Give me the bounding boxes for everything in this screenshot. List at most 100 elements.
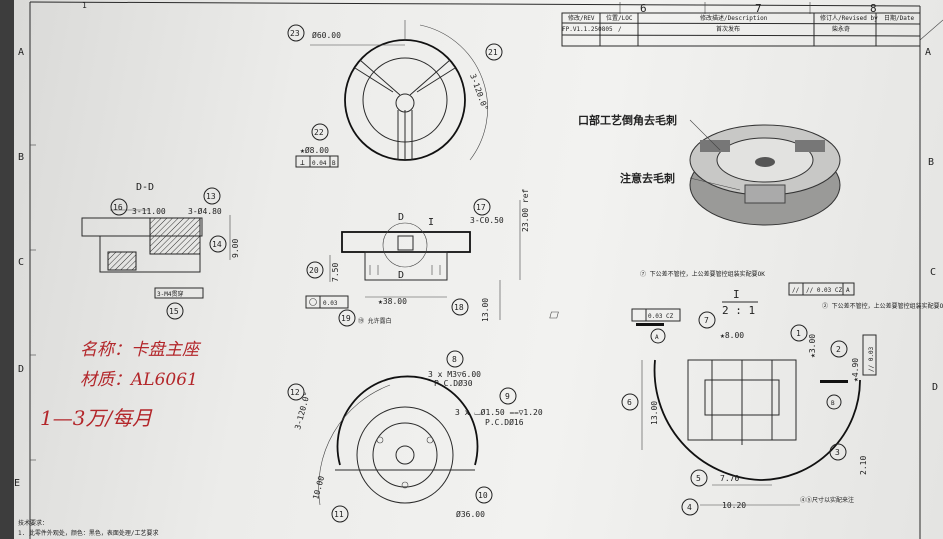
detail-callout: I xyxy=(428,217,434,228)
label-text: // xyxy=(792,287,800,294)
dim-text: P.C.DØ16 xyxy=(485,417,524,427)
dim-text: ★38.00 xyxy=(378,297,407,306)
label-text: 0.03 xyxy=(323,300,338,307)
dim-text: 7.70 xyxy=(720,474,739,483)
balloon-number: 3 xyxy=(835,448,840,457)
dim-text: ★Ø8.00 xyxy=(300,145,329,155)
side-view xyxy=(329,200,521,320)
note-19: ⑲ 允许露白 xyxy=(358,317,392,325)
balloon-number: 23 xyxy=(290,29,300,38)
balloon-number: 13 xyxy=(206,192,216,201)
row-label: D xyxy=(932,382,938,393)
dim-text: 3-Ø4.80 xyxy=(188,206,222,216)
section-label: D-D xyxy=(136,182,154,193)
description-header: 修改描述/Description xyxy=(700,14,768,22)
balloon-number: 1 xyxy=(796,329,801,338)
rev-value: FP.V1.1.250805 xyxy=(562,26,613,33)
balloon xyxy=(287,24,305,42)
balloon xyxy=(110,198,128,216)
balloon-number: 16 xyxy=(113,203,123,212)
tech-requirement-1: 1. 此零件外观处，颜色：黑色，表面处理/工艺要求 xyxy=(18,529,158,537)
balloon xyxy=(209,235,227,253)
balloon-number: 7 xyxy=(704,316,709,325)
date-header: 日期/Date xyxy=(884,14,914,22)
row-label: B xyxy=(18,152,24,163)
balloon-number: 10 xyxy=(478,491,488,500)
balloon xyxy=(698,311,716,329)
dim-text: 10.00 xyxy=(311,475,326,501)
balloon xyxy=(166,302,184,320)
isometric-render xyxy=(689,124,841,226)
dim-text: 13.00 xyxy=(481,298,490,322)
datum-a xyxy=(650,328,666,344)
balloon-number: 2 xyxy=(836,345,841,354)
cut-label: D xyxy=(398,270,404,281)
tech-requirements-title: 技术要求： xyxy=(18,519,48,527)
handwritten-material: 材质：AL6061 xyxy=(80,370,198,390)
balloon-number: 4 xyxy=(687,503,692,512)
col-label: 8 xyxy=(870,2,877,15)
dim-text: 3-120.0° xyxy=(468,73,490,112)
row-label: A xyxy=(18,47,24,58)
loc-value: / xyxy=(618,26,622,33)
dim-text: ★3.00 xyxy=(808,334,817,358)
balloon xyxy=(446,350,464,368)
note-deburr: 注意去毛刺 xyxy=(620,171,675,185)
label-text: B xyxy=(332,160,336,167)
gdt-frame: 0.03 xyxy=(305,295,349,309)
row-label: C xyxy=(18,257,24,268)
dim-text: ★4.90 xyxy=(851,358,860,382)
label-text: 0.04 xyxy=(312,160,327,167)
balloon xyxy=(338,309,356,327)
label-text: A xyxy=(655,334,659,341)
label-text: // 0.03 CZ xyxy=(806,287,843,294)
balloon-number: 8 xyxy=(452,355,457,364)
label-text: // 0.03 xyxy=(868,346,875,372)
handwritten-part-name: 名称：卡盘主座 xyxy=(80,340,202,360)
balloon-number: 22 xyxy=(314,128,324,137)
row-label: E xyxy=(14,478,20,489)
dim-text: 10.20 xyxy=(722,501,746,510)
balloon xyxy=(830,340,848,358)
loc-header: 位置/LOC xyxy=(606,14,633,22)
balloon-number: 19 xyxy=(341,314,351,323)
label-text: 0.03 CZ xyxy=(648,313,674,320)
note-7: ⑦ 下公差不管控，上公差要管控组装实配要OK xyxy=(640,270,765,278)
balloon xyxy=(621,393,639,411)
description-value: 首次发布 xyxy=(716,25,740,33)
label-text: B xyxy=(831,400,835,407)
balloon xyxy=(473,198,491,216)
balloon xyxy=(690,469,708,487)
revised-by-header: 修订人/Revised by xyxy=(820,14,878,22)
bottom-view xyxy=(318,375,479,506)
dim-text: 3-C0.50 xyxy=(470,216,504,225)
background-edge xyxy=(0,0,14,539)
dim-text: P.C.DØ30 xyxy=(434,378,473,388)
balloon-number: 11 xyxy=(334,510,344,519)
note-45: ④⑤尺寸以实配来注 xyxy=(800,496,854,504)
balloon-number: 21 xyxy=(488,48,498,57)
cut-label: D xyxy=(398,212,404,223)
balloon-number: 12 xyxy=(290,388,300,397)
row-label: A xyxy=(925,47,931,58)
dim-text: 3 x M3▽6.00 xyxy=(428,370,481,379)
col-label: 6 xyxy=(640,2,647,15)
detail-label: I xyxy=(733,288,740,301)
detail-view xyxy=(641,359,861,506)
balloon-number: 5 xyxy=(696,474,701,483)
balloon xyxy=(829,443,847,461)
dim-text: 3 x ⌴Ø1.50 ⩵▽1.20 xyxy=(455,407,543,417)
balloon-number: 17 xyxy=(476,203,486,212)
balloon-number: 14 xyxy=(212,240,222,249)
note-chamfer: 口部工艺倒角去毛刺 xyxy=(578,113,677,127)
balloon xyxy=(451,298,469,316)
section-view xyxy=(81,209,231,273)
dim-text: 23.00 ref xyxy=(521,188,530,232)
row-label: D xyxy=(18,364,24,375)
rev-header: 修改/REV xyxy=(568,14,595,22)
balloon xyxy=(306,261,324,279)
balloon xyxy=(475,486,493,504)
